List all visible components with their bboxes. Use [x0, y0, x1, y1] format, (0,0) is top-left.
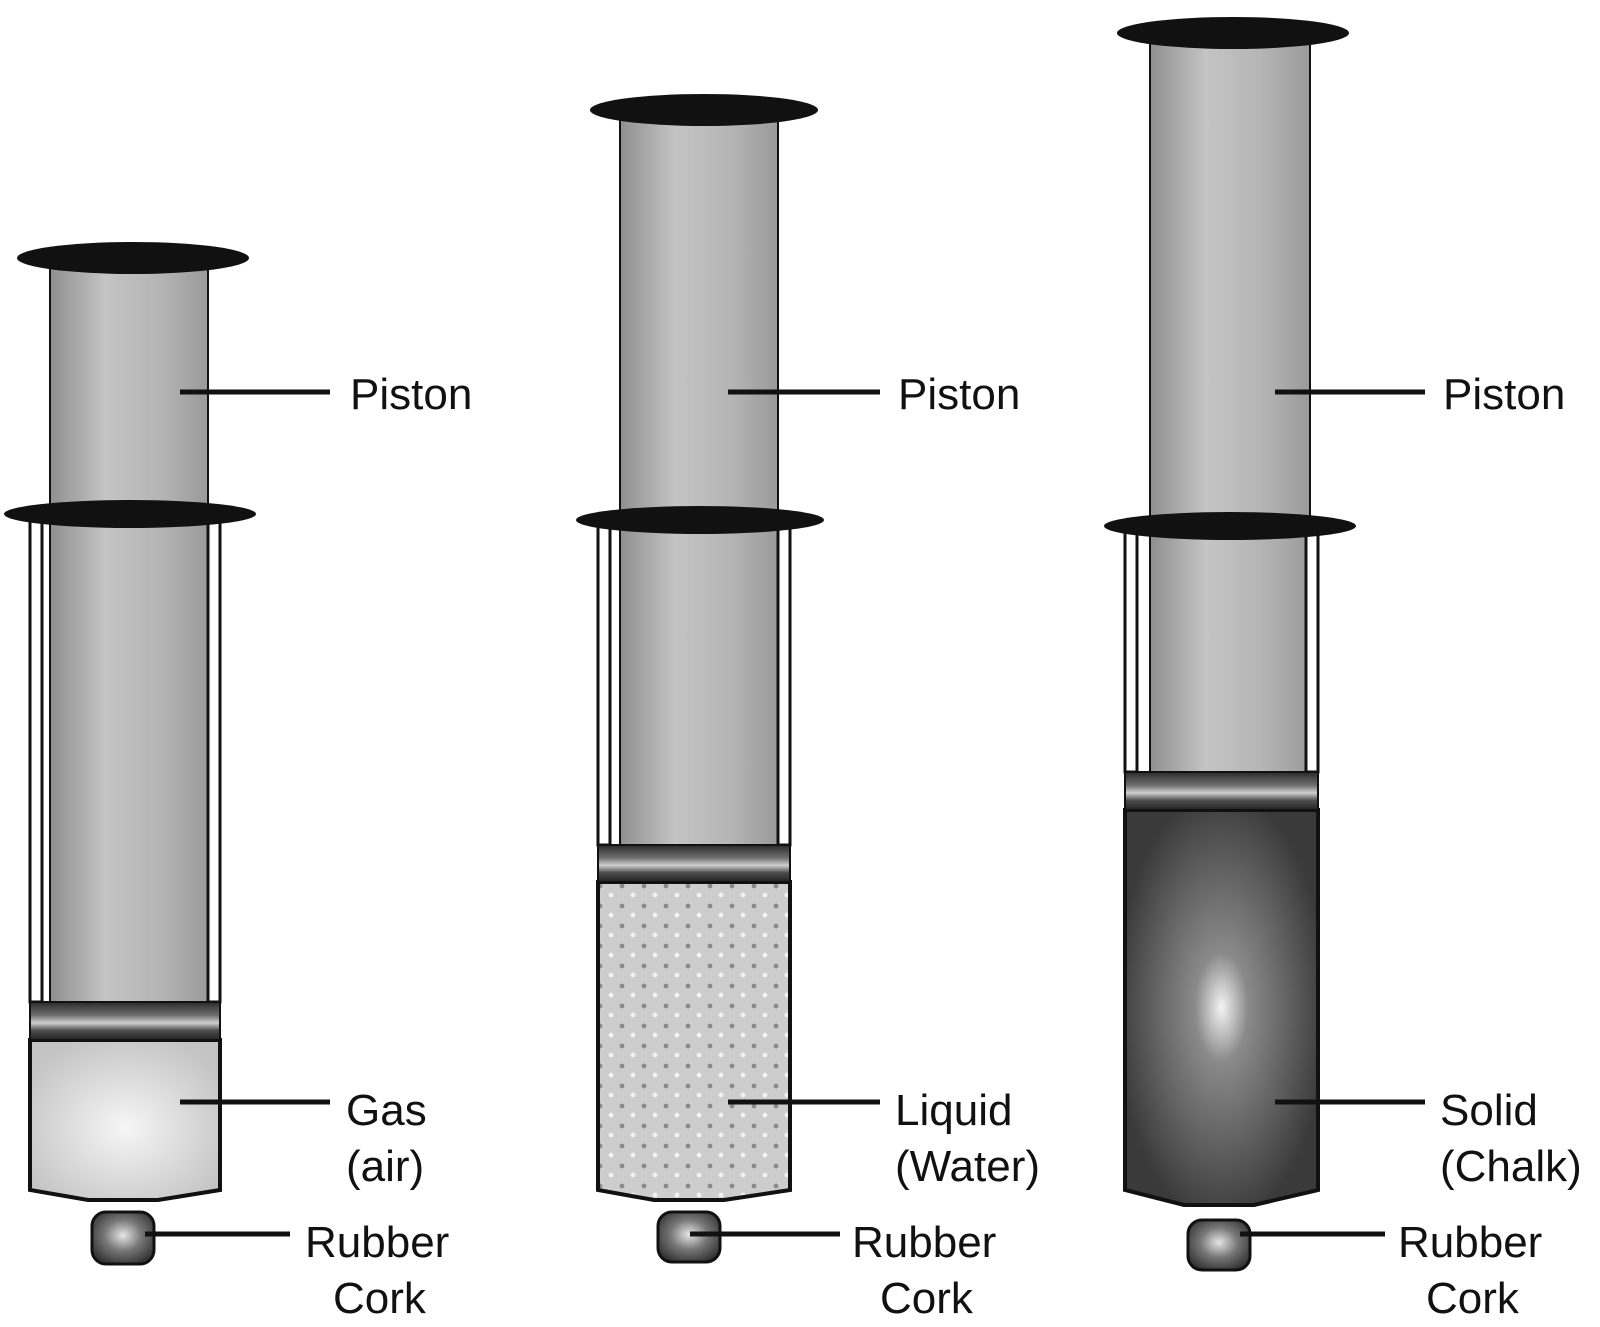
barrel-wall-right — [206, 512, 222, 1004]
piston-label: Piston — [898, 370, 1021, 419]
piston-label: Piston — [350, 370, 473, 419]
barrel-contents — [1123, 808, 1320, 1207]
piston-top-flange — [1117, 17, 1349, 49]
rubber-cork — [656, 1210, 722, 1264]
barrel-wall-left — [1123, 524, 1139, 774]
syringe-3 — [1104, 17, 1425, 1272]
syringe-2 — [576, 94, 880, 1264]
piston-rod — [619, 109, 779, 846]
barrel-contents — [28, 1038, 222, 1202]
contents-label-line2: (Chalk) — [1440, 1142, 1582, 1191]
cork-label-line2: Cork — [880, 1274, 973, 1323]
plunger-seal — [1124, 771, 1319, 811]
cork-label-line2: Cork — [333, 1274, 426, 1323]
plunger-seal — [597, 844, 791, 883]
rubber-cork — [90, 1210, 156, 1266]
contents-label-line1: Liquid — [895, 1086, 1013, 1135]
cork-label-line2: Cork — [1426, 1274, 1519, 1323]
barrel-flange — [1104, 512, 1356, 540]
contents-label-line1: Solid — [1440, 1086, 1538, 1135]
barrel-wall-left — [28, 512, 44, 1004]
barrel-flange — [576, 506, 824, 534]
contents-label-line1: Gas — [346, 1086, 427, 1135]
contents-label-line2: (Water) — [895, 1142, 1041, 1191]
cork-label-line1: Rubber — [305, 1218, 450, 1267]
piston-rod — [49, 257, 209, 1003]
barrel-contents — [596, 880, 792, 1202]
barrel-wall-left — [596, 518, 612, 847]
cork-label-line1: Rubber — [852, 1218, 997, 1267]
barrel-wall-right — [1304, 524, 1320, 774]
rubber-cork — [1186, 1218, 1252, 1272]
piston-top-flange — [590, 94, 818, 126]
barrel-wall-right — [776, 518, 792, 847]
syringe-1 — [4, 242, 330, 1266]
barrel-flange — [4, 500, 256, 528]
contents-label-line2: (air) — [346, 1142, 425, 1191]
plunger-seal — [29, 1001, 221, 1041]
piston-rod — [1149, 32, 1311, 773]
piston-label: Piston — [1443, 370, 1566, 419]
cork-label-line1: Rubber — [1398, 1218, 1543, 1267]
piston-top-flange — [17, 242, 249, 274]
